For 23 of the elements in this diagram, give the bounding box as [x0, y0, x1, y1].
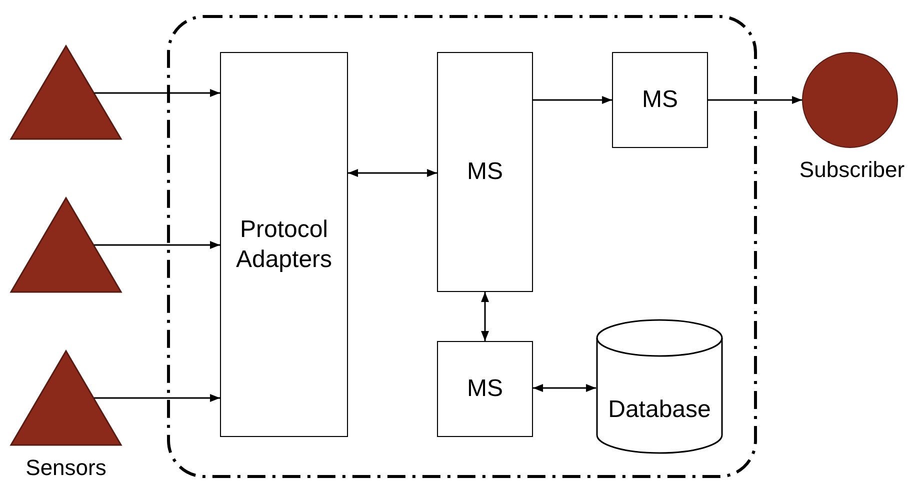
node-label: MS [467, 374, 503, 404]
arrow [94, 394, 220, 402]
sensor-triangle [10, 45, 122, 140]
node-label: MS [642, 85, 678, 115]
process-box [437, 341, 533, 437]
node-caption: Sensors [26, 455, 106, 481]
process-box [220, 52, 348, 437]
process-box [612, 52, 708, 148]
arrow [94, 241, 220, 249]
sensor-triangle [10, 197, 122, 293]
arrow [481, 292, 489, 341]
sensor-triangle [10, 350, 122, 446]
arrow [708, 96, 802, 104]
process-box [437, 52, 533, 292]
arrow [533, 96, 612, 104]
node-label: Database [608, 395, 711, 425]
node-label: Protocol Adapters [234, 214, 334, 274]
arrow [94, 89, 220, 97]
node-caption: Subscriber [799, 157, 905, 183]
arrow [348, 169, 437, 177]
node-label: MS [467, 157, 503, 187]
system-boundary [167, 15, 757, 478]
arrow [533, 384, 596, 392]
